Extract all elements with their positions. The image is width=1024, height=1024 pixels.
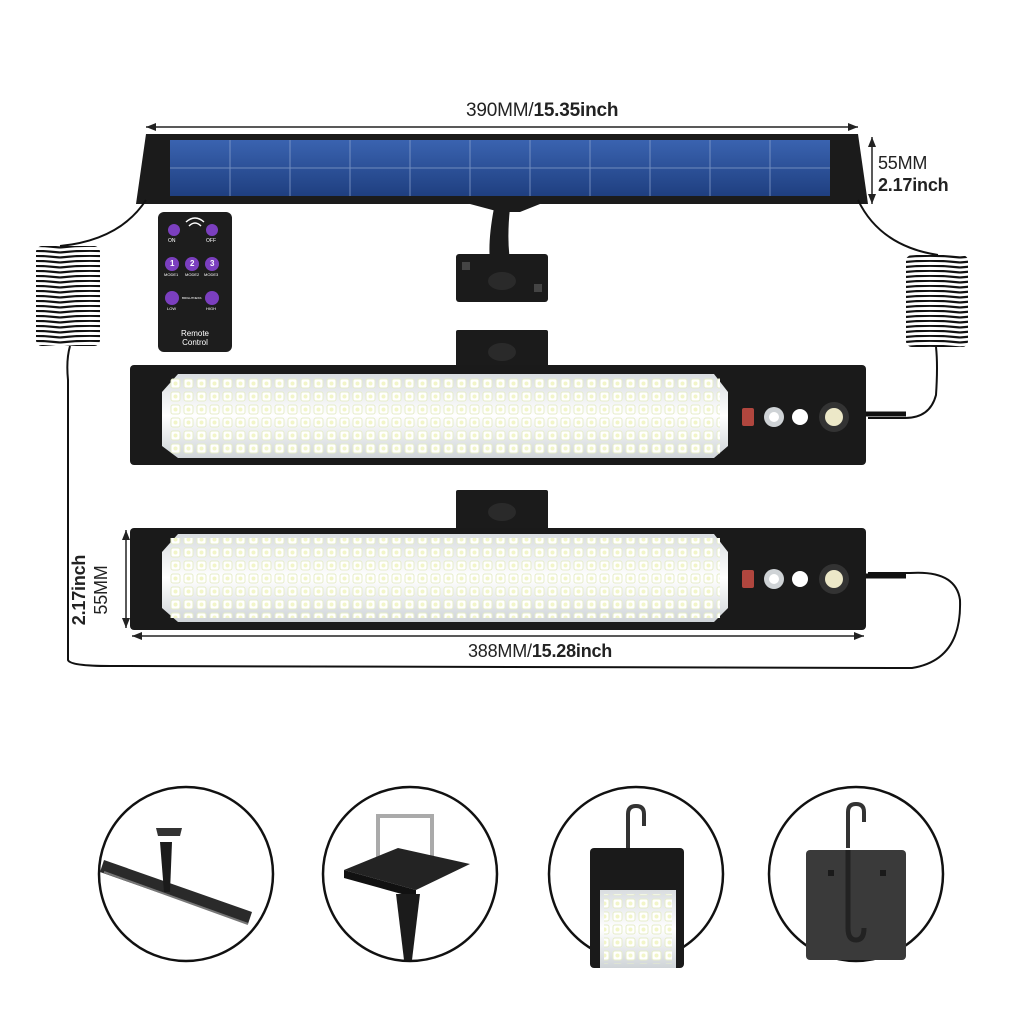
remote-title-line1: Remote — [180, 329, 209, 338]
light-width-arrow — [132, 632, 864, 640]
panel-width-mm: 390MM — [466, 100, 529, 121]
panel-height-inch: 2.17inch — [878, 175, 949, 195]
panel-height-label: 55MM 2.17inch — [878, 152, 949, 196]
remote-title-line2: Control — [182, 338, 208, 347]
light-height-label: 2.17inch 55MM — [68, 540, 112, 640]
light-bar-top — [130, 330, 906, 465]
remote-mode3-number: 3 — [210, 259, 215, 268]
panel-width-label: 390MM/15.35inch — [466, 100, 618, 122]
light-height-mm: 55MM — [91, 565, 111, 615]
remote-off-label: OFF — [206, 238, 216, 244]
accessory-hook-back-view — [767, 785, 945, 963]
remote-labels: ON OFF 1 2 3 MODE1 MODE2 MODE3 BRIGHTNES… — [158, 212, 232, 352]
accessory-ground-stake-mount — [97, 785, 275, 963]
remote-on-label: ON — [168, 238, 176, 244]
panel-height-mm: 55MM — [878, 153, 928, 173]
remote-mode2-number: 2 — [190, 259, 195, 268]
panel-width-inch: 15.35inch — [533, 100, 619, 121]
remote-mode2-label: MODE2 — [185, 272, 200, 277]
panel-height-arrow — [868, 137, 876, 204]
light-width-label: 388MM/15.28inch — [468, 641, 612, 662]
remote-mode3-label: MODE3 — [204, 272, 219, 277]
remote-high-label: HIGH — [206, 306, 216, 311]
light-height-inch: 2.17inch — [69, 554, 89, 626]
right-coiled-cable — [857, 199, 968, 419]
light-width-sep: / — [527, 641, 532, 661]
light-bar-bottom — [130, 490, 906, 630]
remote-control — [158, 212, 232, 352]
light-height-arrow — [122, 530, 130, 628]
left-coiled-cable — [36, 199, 962, 670]
accessory-stake-holder — [321, 785, 499, 963]
accessory-hanging-hook-light — [547, 785, 725, 968]
light-width-inch: 15.28inch — [531, 641, 613, 661]
remote-low-label: LOW — [167, 306, 177, 311]
remote-brightness-label: BRIGHTNESS — [182, 296, 202, 300]
remote-mode1-label: MODE1 — [164, 272, 179, 277]
remote-mode1-number: 1 — [170, 259, 175, 268]
light-width-mm: 388MM — [468, 641, 528, 661]
panel-width-arrow — [146, 123, 858, 131]
solar-panel — [136, 134, 868, 302]
panel-width-sep: / — [528, 100, 534, 121]
